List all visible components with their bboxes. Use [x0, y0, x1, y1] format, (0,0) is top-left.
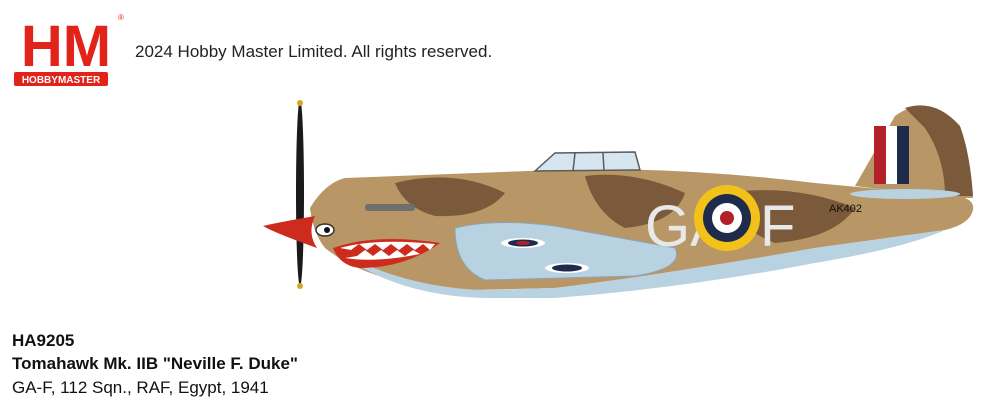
- logo-wordmark-band: [14, 72, 108, 86]
- code-letters-right: F: [760, 194, 795, 259]
- underside: [335, 230, 945, 298]
- logo-wordmark: HOBBYMASTER: [22, 75, 101, 86]
- product-subtitle: GA-F, 112 Sqn., RAF, Egypt, 1941: [12, 378, 269, 397]
- canopy: [533, 151, 641, 172]
- product-title: Tomahawk Mk. IIB "Neville F. Duke": [12, 354, 298, 373]
- fin-flash: [874, 126, 886, 184]
- aircraft-profile-illustration: GA F AK402: [263, 100, 974, 298]
- spinner: [263, 216, 317, 248]
- registered-mark: ®: [118, 13, 124, 22]
- logo-mark: HM: [21, 14, 111, 79]
- copyright-text: 2024 Hobby Master Limited. All rights re…: [135, 42, 493, 61]
- hobbymaster-logo: HM HOBBYMASTER ®: [14, 13, 124, 86]
- tailplane: [850, 189, 960, 199]
- serial-number: AK402: [829, 203, 862, 215]
- wing: [454, 221, 677, 281]
- caption-block: HA9205 Tomahawk Mk. IIB "Neville F. Duke…: [12, 330, 298, 400]
- propeller: [296, 100, 304, 286]
- product-code: HA9205: [12, 331, 75, 350]
- exhaust-stubs: [365, 204, 415, 211]
